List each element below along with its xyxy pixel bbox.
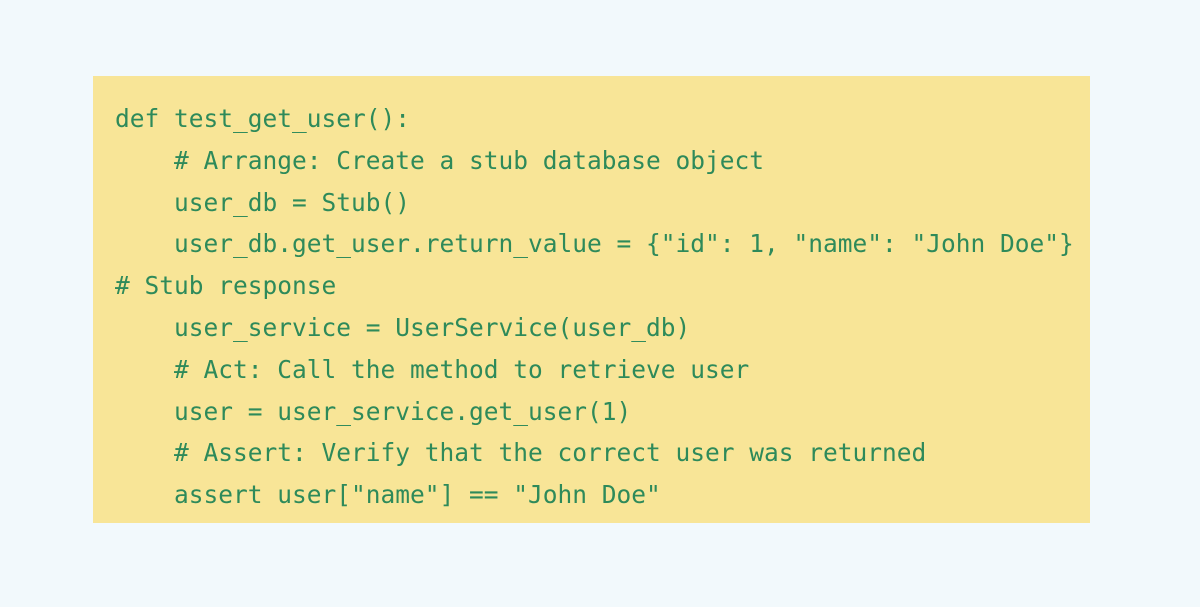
code-line-return-value: user_db.get_user.return_value = {"id": 1… xyxy=(115,229,1074,259)
code-line-get-user-call: user = user_service.get_user(1) xyxy=(115,396,632,426)
code-line-service-create: user_service = UserService(user_db) xyxy=(115,312,691,342)
code-line-act-comment: # Act: Call the method to retrieve user xyxy=(115,354,750,384)
code-line-stub-create: user_db = Stub() xyxy=(115,187,411,217)
code-line-arrange-comment: # Arrange: Create a stub database object xyxy=(115,145,765,175)
code-line-function-def: def test_get_user(): xyxy=(115,104,411,133)
code-line-assert: assert user["name"] == "John Doe" xyxy=(115,480,661,510)
code-line-stub-response-comment: # Stub response xyxy=(115,271,337,301)
code-line-assert-comment: # Assert: Verify that the correct user w… xyxy=(115,438,927,468)
code-block: def test_get_user(): # Arrange: Create a… xyxy=(93,76,1090,523)
